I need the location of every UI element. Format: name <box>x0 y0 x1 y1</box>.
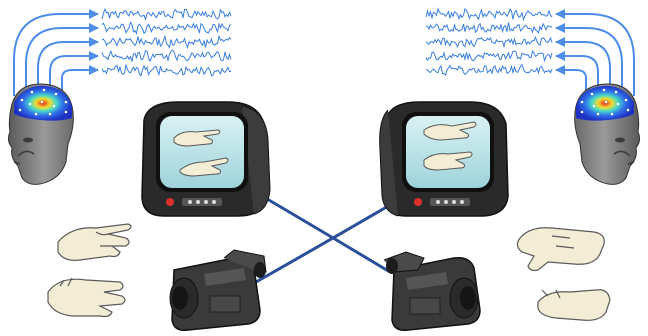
hands-icon <box>48 224 131 317</box>
left-eeg-traces <box>102 9 231 76</box>
left-head <box>8 84 73 184</box>
eeg-waveform-icon <box>102 9 231 76</box>
cable-left-camera-to-right-monitor <box>256 205 390 282</box>
eeg-trace <box>102 9 231 19</box>
eeg-arrow <box>556 56 598 90</box>
eeg-trace <box>102 36 231 47</box>
video-camera-icon <box>384 252 480 330</box>
video-cables <box>256 196 390 282</box>
power-light-icon <box>166 198 174 206</box>
monitor-icon <box>380 102 508 216</box>
right-monitor <box>380 102 508 216</box>
eeg-waveform-icon <box>426 9 552 75</box>
hands-icon <box>517 228 610 321</box>
head-eeg-icon <box>575 84 640 184</box>
eeg-arrow <box>50 56 98 90</box>
eeg-trace <box>426 51 552 61</box>
eeg-trace <box>102 50 231 61</box>
right-head <box>575 84 640 184</box>
eeg-arrow <box>556 70 586 92</box>
left-camera <box>170 250 266 330</box>
left-eeg-arrows <box>14 14 98 96</box>
eeg-trace <box>102 65 231 76</box>
right-eeg-traces <box>426 9 552 75</box>
right-camera <box>384 252 480 330</box>
left-hands <box>48 224 131 317</box>
right-eeg-arrows <box>556 14 634 96</box>
power-light-icon <box>414 198 422 206</box>
eeg-trace <box>102 22 231 33</box>
head-eeg-icon <box>8 84 73 184</box>
eeg-arrow <box>38 42 98 90</box>
cable-right-camera-to-left-monitor <box>262 196 390 272</box>
eeg-arrow <box>556 42 610 90</box>
eeg-arrow <box>556 28 622 92</box>
video-camera-icon <box>170 250 266 330</box>
eeg-trace <box>426 37 552 47</box>
eeg-trace <box>426 22 552 32</box>
left-monitor <box>142 102 270 216</box>
right-hands <box>517 228 610 321</box>
eeg-trace <box>426 65 552 76</box>
eeg-trace <box>426 9 552 20</box>
monitor-icon <box>142 102 270 216</box>
eeg-arrow <box>62 70 98 92</box>
